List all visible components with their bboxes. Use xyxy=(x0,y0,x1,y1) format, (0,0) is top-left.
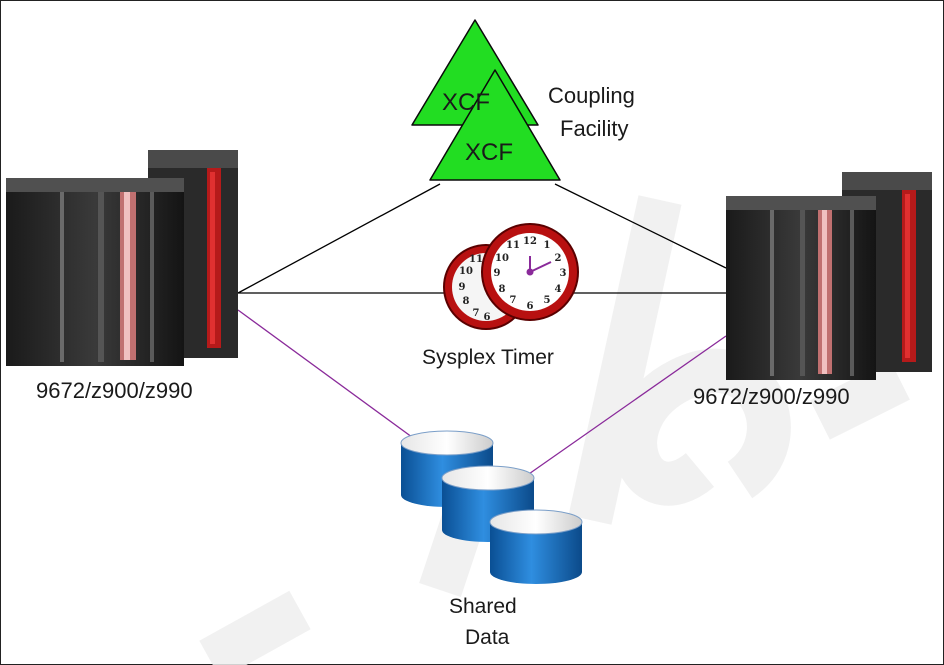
svg-text:5: 5 xyxy=(544,295,551,306)
sysplex-timer-label: Sysplex Timer xyxy=(422,346,554,369)
link-left-to-data xyxy=(237,309,417,441)
shared-data-label-line2: Data xyxy=(465,626,510,649)
svg-text:4: 4 xyxy=(555,284,562,295)
cf-structure-label-back: XCF xyxy=(442,89,490,116)
svg-text:12: 12 xyxy=(523,236,537,247)
svg-text:8: 8 xyxy=(499,284,506,295)
svg-text:7: 7 xyxy=(473,308,480,319)
disk-3-icon xyxy=(489,509,583,584)
coupling-facility-label-line2: Facility xyxy=(560,116,629,141)
cf-structure-label-front: XCF xyxy=(465,139,513,166)
link-lines xyxy=(237,183,727,477)
server-left-icon xyxy=(6,150,238,366)
svg-text:6: 6 xyxy=(484,312,491,323)
svg-text:11: 11 xyxy=(506,240,520,251)
svg-text:6: 6 xyxy=(527,301,534,312)
svg-text:8: 8 xyxy=(463,296,470,307)
rack-front xyxy=(6,178,184,366)
server-left-label: 9672/z900/z990 xyxy=(36,378,193,403)
svg-text:9: 9 xyxy=(494,268,501,279)
svg-text:3: 3 xyxy=(560,268,567,279)
shared-data-icon xyxy=(400,430,583,584)
server-right-label: 9672/z900/z990 xyxy=(693,384,850,409)
svg-text:10: 10 xyxy=(495,253,509,264)
svg-text:7: 7 xyxy=(510,295,517,306)
link-right-to-data xyxy=(525,335,727,477)
svg-text:2: 2 xyxy=(555,253,562,264)
svg-text:11: 11 xyxy=(469,254,483,265)
cf-triangle-front xyxy=(429,69,561,181)
svg-text:1: 1 xyxy=(544,240,551,251)
shared-data-label-line1: Shared xyxy=(449,595,517,618)
link-right-to-cf xyxy=(554,183,727,269)
coupling-facility xyxy=(411,19,561,181)
server-right-icon xyxy=(726,172,932,380)
svg-text:9: 9 xyxy=(459,282,466,293)
svg-text:10: 10 xyxy=(459,266,473,277)
coupling-facility-label-line1: Coupling xyxy=(548,83,635,108)
link-left-to-cf xyxy=(237,183,441,294)
